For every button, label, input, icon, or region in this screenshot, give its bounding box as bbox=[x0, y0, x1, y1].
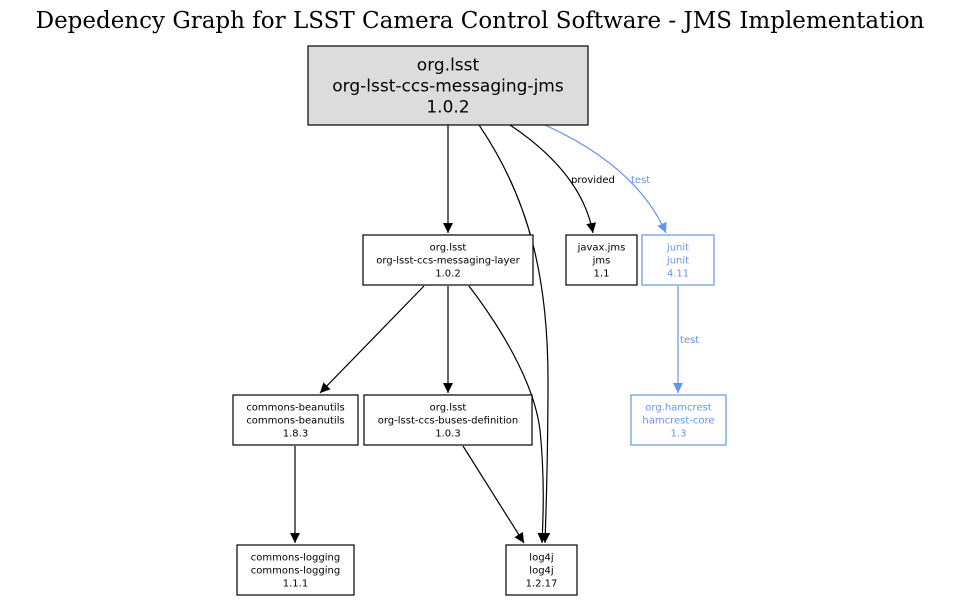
node-buses-definition[interactable]: org.lsst org-lsst-ccs-buses-definition 1.0… bbox=[363, 394, 533, 446]
edge-line bbox=[468, 285, 548, 544]
node-version: 1.1 bbox=[594, 269, 610, 280]
node-artifact-id: hamcrest-core bbox=[642, 416, 714, 427]
node-artifact-id: org-lsst-ccs-messaging-jms bbox=[332, 76, 564, 96]
edge-messaging-layer-to-log4j bbox=[468, 285, 548, 544]
edge-root-to-jms: provided bbox=[509, 124, 615, 234]
edge-junit-to-hamcrest: test bbox=[673, 286, 699, 393]
edge-line bbox=[509, 124, 597, 234]
node-beanutils[interactable]: commons-beanutils commons-beanutils 1.8.3 bbox=[232, 394, 359, 446]
node-version: 1.0.2 bbox=[435, 269, 460, 280]
node-group-id: junit bbox=[666, 243, 689, 254]
node-artifact-id: commons-logging bbox=[251, 566, 340, 577]
node-artifact-id: commons-beanutils bbox=[246, 416, 344, 427]
nodes-layer: org.lsstorg-lsst-ccs-messaging-jms1.0.2o… bbox=[232, 45, 727, 596]
node-version: 1.2.17 bbox=[526, 579, 558, 590]
node-artifact-id: org-lsst-ccs-messaging-layer bbox=[376, 256, 520, 267]
edge-label: provided bbox=[571, 175, 615, 186]
edge-root-to-log4j bbox=[478, 124, 551, 544]
node-box bbox=[363, 394, 533, 446]
node-box bbox=[641, 234, 715, 286]
node-version: 1.0.2 bbox=[426, 97, 469, 117]
node-artifact-id: jms bbox=[592, 256, 611, 267]
node-box bbox=[362, 234, 534, 286]
node-hamcrest[interactable]: org.hamcrest hamcrest-core 1.3 bbox=[630, 394, 727, 446]
node-group-id: commons-beanutils bbox=[246, 403, 344, 414]
node-group-id: org.lsst bbox=[430, 243, 467, 254]
node-artifact-id: org-lsst-ccs-buses-definition bbox=[378, 416, 519, 427]
node-jms[interactable]: javax.jms jms 1.1 bbox=[565, 234, 638, 286]
node-box bbox=[307, 45, 589, 126]
node-box bbox=[630, 394, 727, 446]
node-log4j[interactable]: log4j log4j 1.2.17 bbox=[505, 544, 578, 596]
node-version: 1.3 bbox=[671, 429, 687, 440]
node-box bbox=[505, 544, 578, 596]
node-artifact-id: log4j bbox=[529, 566, 553, 577]
node-version: 1.0.3 bbox=[435, 429, 460, 440]
node-group-id: log4j bbox=[529, 553, 553, 564]
graph-title: Depedency Graph for LSST Camera Control … bbox=[35, 8, 925, 34]
edge-root-to-junit: test bbox=[544, 124, 667, 234]
edge-label: test bbox=[631, 175, 650, 186]
node-group-id: org.lsst bbox=[417, 55, 480, 75]
edge-buses-definition-to-log4j bbox=[462, 445, 525, 544]
node-version: 1.8.3 bbox=[283, 429, 308, 440]
edge-line bbox=[462, 445, 525, 544]
node-group-id: commons-logging bbox=[251, 553, 340, 564]
edge-label: test bbox=[680, 335, 699, 346]
node-junit[interactable]: junit junit 4.11 bbox=[641, 234, 715, 286]
node-box bbox=[236, 544, 355, 596]
node-messaging-layer[interactable]: org.lsst org-lsst-ccs-messaging-layer 1.0.… bbox=[362, 234, 534, 286]
edge-messaging-layer-to-beanutils bbox=[319, 285, 425, 394]
edge-line bbox=[319, 285, 425, 394]
node-commons-logging[interactable]: commons-logging commons-logging 1.1.1 bbox=[236, 544, 355, 596]
node-version: 1.1.1 bbox=[283, 579, 308, 590]
node-version: 4.11 bbox=[667, 269, 689, 280]
edges-layer: provided test test bbox=[290, 124, 699, 544]
edge-line bbox=[544, 124, 667, 234]
node-artifact-id: junit bbox=[666, 256, 689, 267]
edge-line bbox=[478, 124, 551, 544]
node-group-id: org.hamcrest bbox=[645, 403, 712, 414]
node-box bbox=[565, 234, 638, 286]
node-group-id: org.lsst bbox=[430, 403, 467, 414]
node-group-id: javax.jms bbox=[577, 243, 626, 254]
node-box bbox=[232, 394, 359, 446]
